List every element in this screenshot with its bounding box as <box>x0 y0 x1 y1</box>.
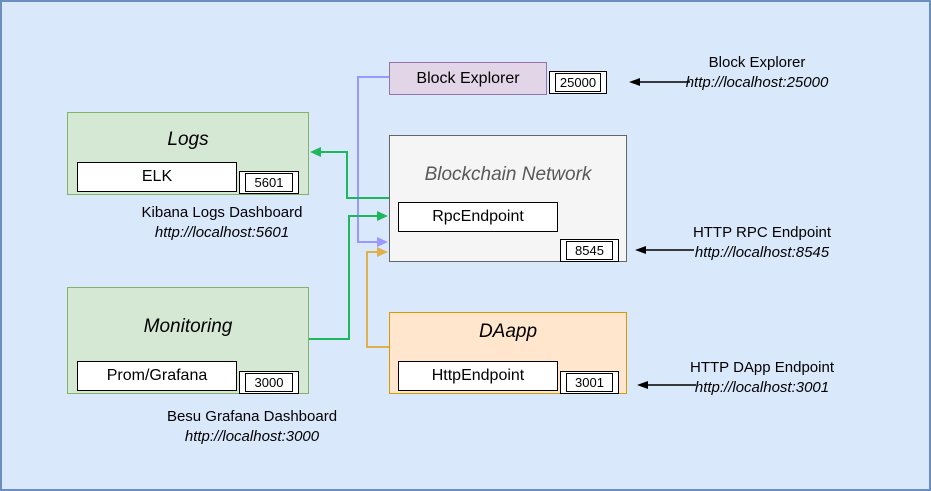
annotation-block-explorer-url: http://localhost:25000 <box>685 74 829 91</box>
port-3001-value: 3001 <box>566 373 613 392</box>
elk-component: ELK <box>77 162 237 192</box>
port-3000: 3000 <box>239 371 299 394</box>
annotation-block-explorer-title: Block Explorer <box>708 54 806 71</box>
logs-title: Logs <box>167 129 209 150</box>
port-8545: 8545 <box>560 239 619 262</box>
edge-blockchain-to-logs <box>310 147 389 199</box>
annotation-dapp-title: HTTP DApp Endpoint <box>690 359 834 376</box>
prom-grafana-component: Prom/Grafana <box>77 361 237 391</box>
http-endpoint-component: HttpEndpoint <box>398 361 558 391</box>
node-daapp: DAapp HttpEndpoint <box>389 312 627 394</box>
port-3001: 3001 <box>560 371 619 394</box>
annotation-kibana: Kibana Logs Dashboard http://localhost:5… <box>112 203 332 243</box>
daapp-title: DAapp <box>478 321 538 342</box>
blockchain-network-title: Blockchain Network <box>424 164 592 185</box>
annotation-grafana-url: http://localhost:3000 <box>184 428 320 445</box>
prom-grafana-label: Prom/Grafana <box>106 367 208 384</box>
elk-label: ELK <box>141 168 173 185</box>
port-3000-value: 3000 <box>245 373 293 392</box>
monitoring-title: Monitoring <box>143 316 233 337</box>
node-block-explorer: Block Explorer <box>389 62 547 95</box>
annotation-block-explorer: Block Explorer http://localhost:25000 <box>657 53 857 93</box>
port-5601: 5601 <box>239 171 299 194</box>
port-8545-value: 8545 <box>566 241 613 260</box>
edge-blockexplorer-to-rpc <box>357 76 389 247</box>
port-25000-value: 25000 <box>555 73 601 92</box>
node-logs: Logs ELK <box>67 112 309 195</box>
port-5601-value: 5601 <box>245 173 293 192</box>
annotation-rpc-url: http://localhost:8545 <box>694 244 830 261</box>
annotation-kibana-title: Kibana Logs Dashboard <box>141 204 303 221</box>
http-endpoint-label: HttpEndpoint <box>431 367 525 384</box>
annotation-grafana: Besu Grafana Dashboard http://localhost:… <box>132 407 372 447</box>
annotation-dapp-url: http://localhost:3001 <box>694 379 830 396</box>
annotation-dapp: HTTP DApp Endpoint http://localhost:3001 <box>662 358 862 398</box>
block-explorer-label: Block Explorer <box>416 69 520 87</box>
port-25000: 25000 <box>549 71 607 94</box>
rpc-endpoint-label: RpcEndpoint <box>432 208 524 225</box>
annotation-kibana-url: http://localhost:5601 <box>154 224 290 241</box>
annotation-rpc: HTTP RPC Endpoint http://localhost:8545 <box>662 223 862 263</box>
annotation-rpc-title: HTTP RPC Endpoint <box>692 224 832 241</box>
edge-daapp-to-rpc <box>366 247 389 348</box>
rpc-endpoint-component: RpcEndpoint <box>398 202 558 232</box>
annotation-grafana-title: Besu Grafana Dashboard <box>166 408 338 425</box>
